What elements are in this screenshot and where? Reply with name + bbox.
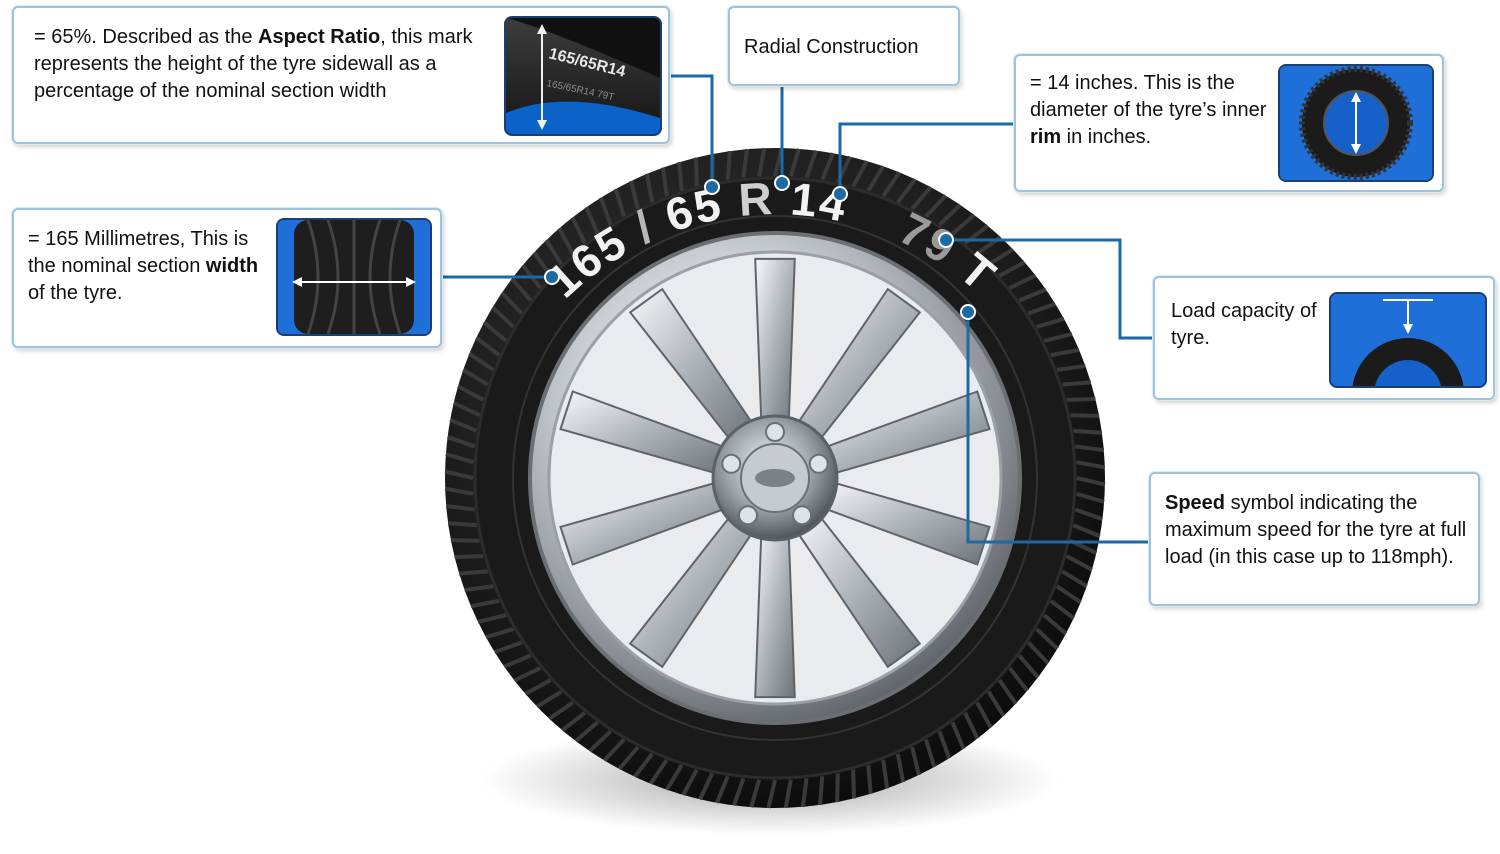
leader-lines [442, 74, 1153, 544]
leader-dots [544, 175, 976, 320]
load-capacity-icon [1329, 292, 1487, 388]
leader-rim [838, 122, 1014, 193]
alloy-wheel-spokes [559, 257, 991, 699]
callout-speed-symbol: Speed symbol indicating the maximum spee… [1149, 472, 1480, 606]
sidewall-thumbnail-icon: 165/65R14 165/65R14 79T [504, 16, 662, 136]
speed-symbol-text: Speed symbol indicating the maximum spee… [1165, 492, 1467, 568]
leader-aspect [670, 74, 714, 185]
callout-section-width: = 165 Millimetres, This is the nominal s… [12, 208, 442, 348]
callout-rim-diameter: = 14 inches. This is the diameter of the… [1014, 54, 1444, 192]
load-capacity-label: Load capacity of tyre. [1171, 300, 1317, 349]
tyre-tread [444, 147, 1106, 809]
rim-diameter-text: = 14 inches. This is the diameter of the… [1030, 72, 1267, 148]
aspect-ratio-text: = 65%. Described as the Aspect Ratio, th… [34, 26, 473, 102]
leader-load [946, 238, 1153, 340]
marking-rim: 14 [789, 172, 852, 231]
leader-speed [966, 312, 1149, 544]
callout-radial-construction: Radial Construction [728, 6, 960, 86]
callout-load-capacity: Load capacity of tyre. [1153, 276, 1495, 400]
wheel-lug-nuts [721, 422, 829, 526]
rim-diameter-icon [1278, 64, 1434, 182]
tyre-tread-thumbnail-icon [276, 218, 432, 336]
marking-construction: R [737, 172, 775, 226]
callout-aspect-ratio: = 65%. Described as the Aspect Ratio, th… [12, 6, 670, 144]
section-width-text: = 165 Millimetres, This is the nominal s… [28, 228, 259, 304]
radial-construction-label: Radial Construction [744, 36, 919, 58]
